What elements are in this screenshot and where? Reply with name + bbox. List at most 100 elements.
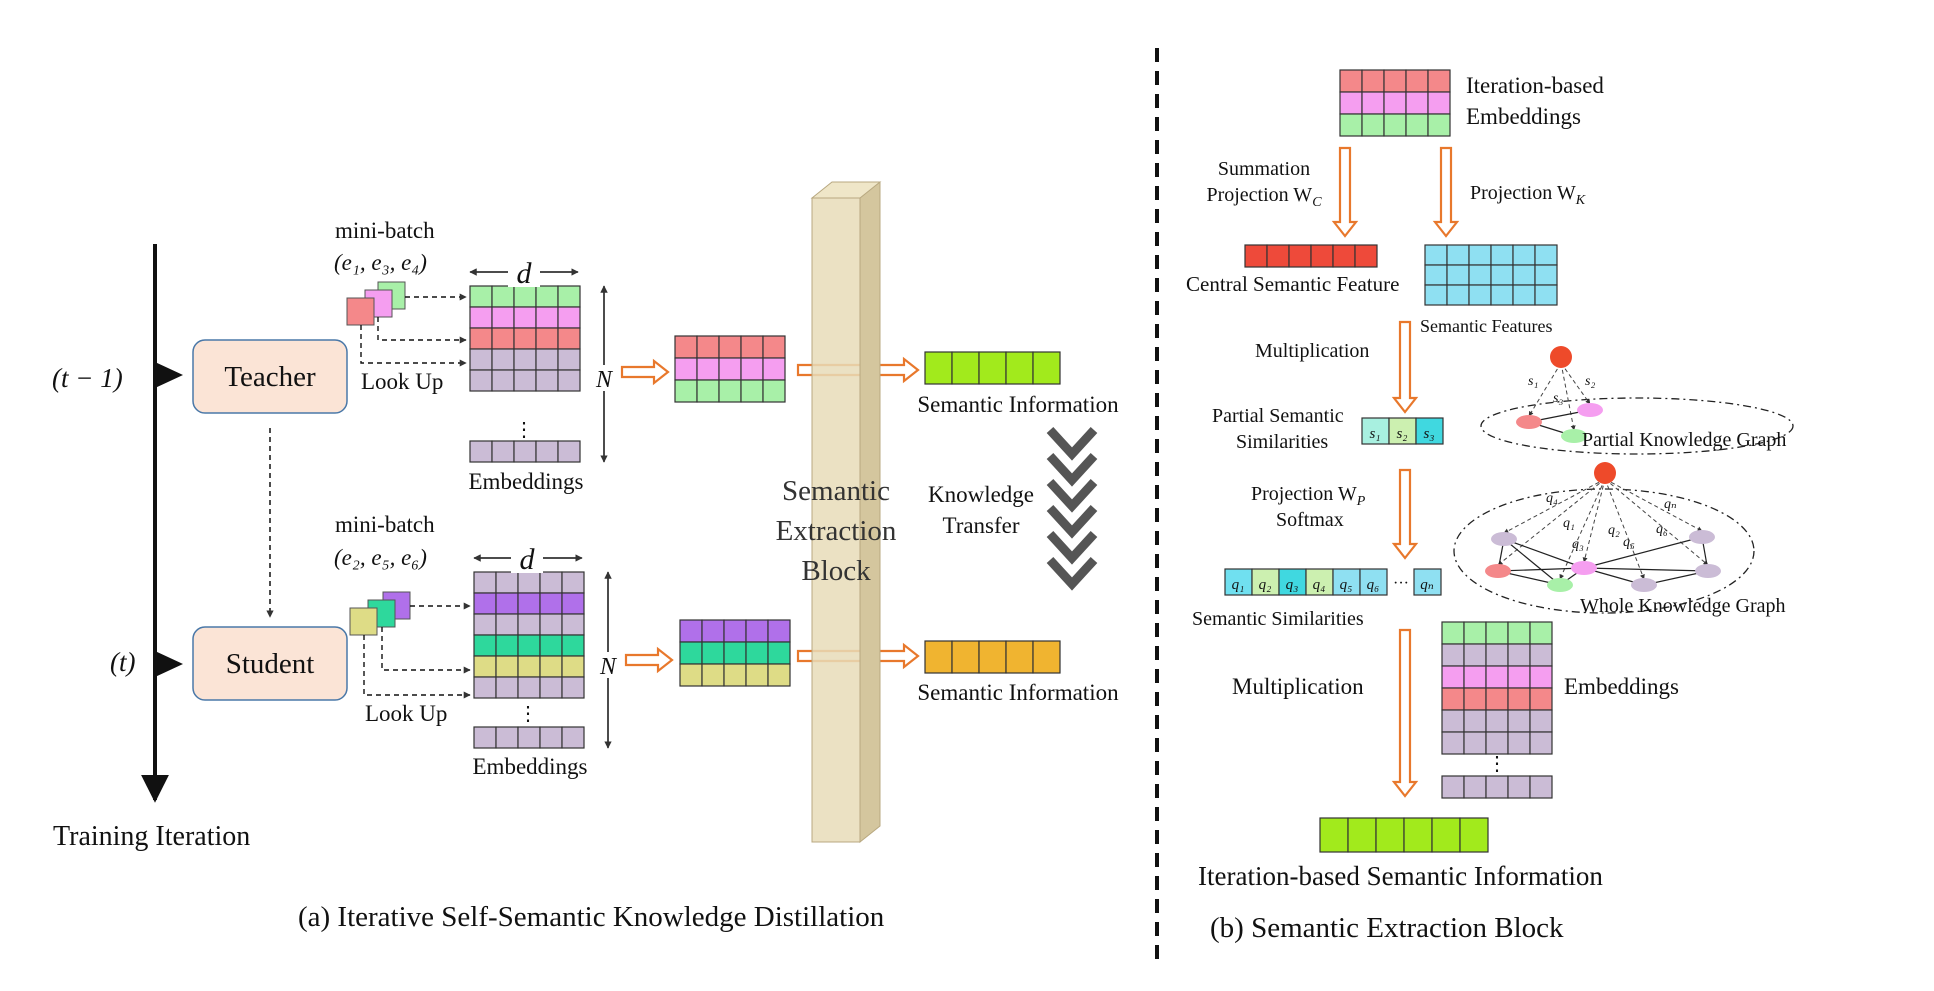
graph-node (1631, 578, 1657, 592)
student-embedding-cell (561, 676, 585, 699)
graph-node (1547, 578, 1573, 592)
panel-b-embedding-cell (1463, 665, 1487, 689)
block-label-line2: Extraction (776, 515, 897, 547)
teacher-batch-cell (696, 357, 720, 381)
panel-b-embedding-cell (1463, 731, 1487, 755)
student-info-cell (1032, 640, 1061, 674)
student-embedding-cell (517, 676, 541, 699)
semantic-feature-cell (1534, 244, 1558, 266)
student-embedding-cell (495, 613, 519, 636)
chevron (1046, 478, 1098, 513)
chevron (1046, 530, 1098, 565)
graph-node (1577, 403, 1603, 417)
q-cell (1359, 568, 1388, 596)
hollow-arrow-shape (1391, 628, 1419, 798)
student-embedding-cell (561, 634, 585, 657)
block-label-line3: Block (801, 555, 871, 587)
student-minibatch-items: (e₂, e₅, e₆) (334, 545, 427, 570)
central-feature-cell (1244, 244, 1268, 268)
teacher-embedding-cell (469, 285, 493, 308)
teacher-batch-cell (762, 379, 786, 403)
graph-edge (1560, 362, 1576, 431)
graph-edge-label: q₂ (1608, 523, 1620, 538)
student-embedding-last-cell (495, 726, 519, 749)
student-embedding-cell (517, 634, 541, 657)
iteration-embedding-cell (1405, 69, 1429, 93)
student-embedding-cell (495, 655, 519, 678)
block-label-line1: Semantic (782, 475, 890, 507)
semantic-similarities-label: Semantic Similarities (1192, 608, 1364, 630)
semantic-feature-cell (1446, 284, 1470, 306)
panel-b-embedding-cell (1485, 731, 1509, 755)
semantic-feature-cell (1490, 244, 1514, 266)
panel-b-embedding-cell (1507, 643, 1531, 667)
summation-label-1: Summation (1218, 158, 1310, 180)
q-cell-label: q₁ (1232, 577, 1245, 593)
summation-label-2: Projection WC (1206, 184, 1322, 210)
panel-b-embedding-cell (1529, 643, 1553, 667)
teacher-batch-matrix (674, 335, 786, 403)
teacher-ellipsis: ⋮ (514, 419, 534, 441)
student-embedding-cell (473, 676, 497, 699)
graph-edge (1604, 478, 1645, 580)
hollow-arrow-shape (1331, 146, 1359, 238)
iteration-embedding-cell (1427, 113, 1451, 137)
student-embedding-cell (561, 571, 585, 594)
teacher-embedding-cell (513, 369, 537, 392)
q-cell (1278, 568, 1307, 596)
summation-arrow (1331, 146, 1359, 238)
panel-b-embedding-cell (1463, 687, 1487, 711)
semantic-feature-cell (1534, 264, 1558, 286)
panel-a: (t − 1) (t) Training Iteration Teacher S… (52, 181, 1119, 933)
output-semantic-info-bar (1319, 817, 1489, 853)
iteration-embedding-cell (1339, 91, 1363, 115)
graph-node (1485, 564, 1511, 578)
projection-p-arrow (1391, 468, 1419, 560)
panel-b-embedding-cell (1485, 643, 1509, 667)
teacher-embedding-cell (513, 306, 537, 329)
teacher-embedding-cell (491, 327, 515, 350)
graph-edge-label: q₃ (1572, 537, 1584, 552)
output-info-cell (1459, 817, 1489, 853)
graph-edge (1503, 538, 1585, 569)
graph-node (1491, 532, 1517, 546)
panel-b-embedding-cell (1441, 709, 1465, 733)
iteration-embedding-cell (1405, 113, 1429, 137)
graph-edge-label: qₙ (1664, 497, 1677, 512)
panel-b-embedding-cell (1441, 687, 1465, 711)
teacher-embedding-cell (535, 285, 559, 308)
student-batch-cell (723, 619, 747, 643)
panel-b: Iteration-based Embeddings Summation Pro… (1186, 69, 1794, 944)
student-embedding-cell (473, 592, 497, 615)
panel-b-embedding-last-cell (1507, 775, 1531, 799)
chevron (1046, 452, 1098, 487)
student-embedding-cell (517, 613, 541, 636)
student-batch-cell (701, 641, 725, 665)
panel-b-embedding-cell (1441, 665, 1465, 689)
panel-b-embedding-cell (1441, 643, 1465, 667)
student-batch-cell (745, 619, 769, 643)
panel-b-embedding-cell (1529, 621, 1553, 645)
graph-edge (1560, 362, 1591, 405)
iteration-embedding-cell (1361, 113, 1385, 137)
output-info-cell (1347, 817, 1377, 853)
teacher-batch-cell (740, 379, 764, 403)
teacher-embedding-table (469, 285, 581, 463)
student-semantic-info-label: Semantic Information (917, 680, 1119, 705)
partial-sim-cell-label: s₁ (1369, 426, 1380, 442)
partial-graph-boundary (1480, 397, 1794, 455)
student-embedding-cell (561, 613, 585, 636)
student-embedding-cell (517, 655, 541, 678)
t-now-label: (t) (110, 647, 135, 677)
q-cell-label: q₄ (1313, 577, 1326, 593)
semantic-feature-cell (1490, 284, 1514, 306)
student-box (192, 626, 348, 701)
graph-edge-label: q₄ (1546, 491, 1558, 506)
teacher-info-cell (1032, 351, 1061, 385)
student-embedding-cell (495, 676, 519, 699)
q-cell (1413, 568, 1442, 596)
panel-b-embedding-cell (1529, 665, 1553, 689)
